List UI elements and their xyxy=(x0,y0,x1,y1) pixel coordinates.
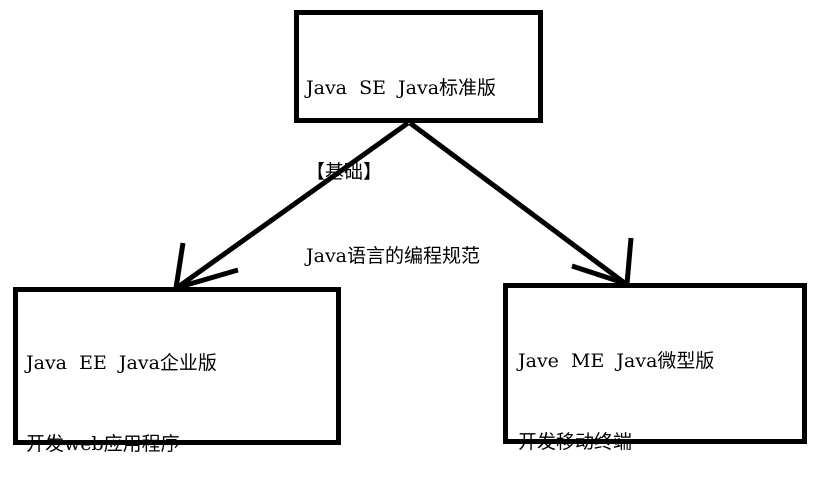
node-java-se[interactable]: Java SE Java标准版 【基础】 Java语言的编程规范 xyxy=(294,10,543,267)
node-java-se-text: Java SE Java标准版 【基础】 Java语言的编程规范 xyxy=(306,18,536,326)
node-java-se-line-3: Java语言的编程规范 xyxy=(306,245,481,267)
node-java-se-line-1: Java SE Java标准版 xyxy=(306,77,497,99)
node-java-ee-line-1: Java EE Java企业版 xyxy=(26,352,217,374)
node-java-me[interactable]: Jave ME Java微型版 开发移动终端 Android应用 xyxy=(503,283,807,453)
node-java-me-line-1: Jave ME Java微型版 xyxy=(518,350,715,372)
node-java-ee[interactable]: Java EE Java企业版 开发web应用程序 云计算 服务器 xyxy=(13,287,341,455)
node-java-ee-line-2: 开发web应用程序 xyxy=(26,433,180,455)
node-java-ee-text: Java EE Java企业版 开发web应用程序 云计算 服务器 xyxy=(26,296,334,483)
node-java-me-line-2: 开发移动终端 xyxy=(518,431,633,453)
node-java-se-line-2: 【基础】 xyxy=(306,161,383,183)
node-java-me-text: Jave ME Java微型版 开发移动终端 Android应用 xyxy=(518,294,800,483)
